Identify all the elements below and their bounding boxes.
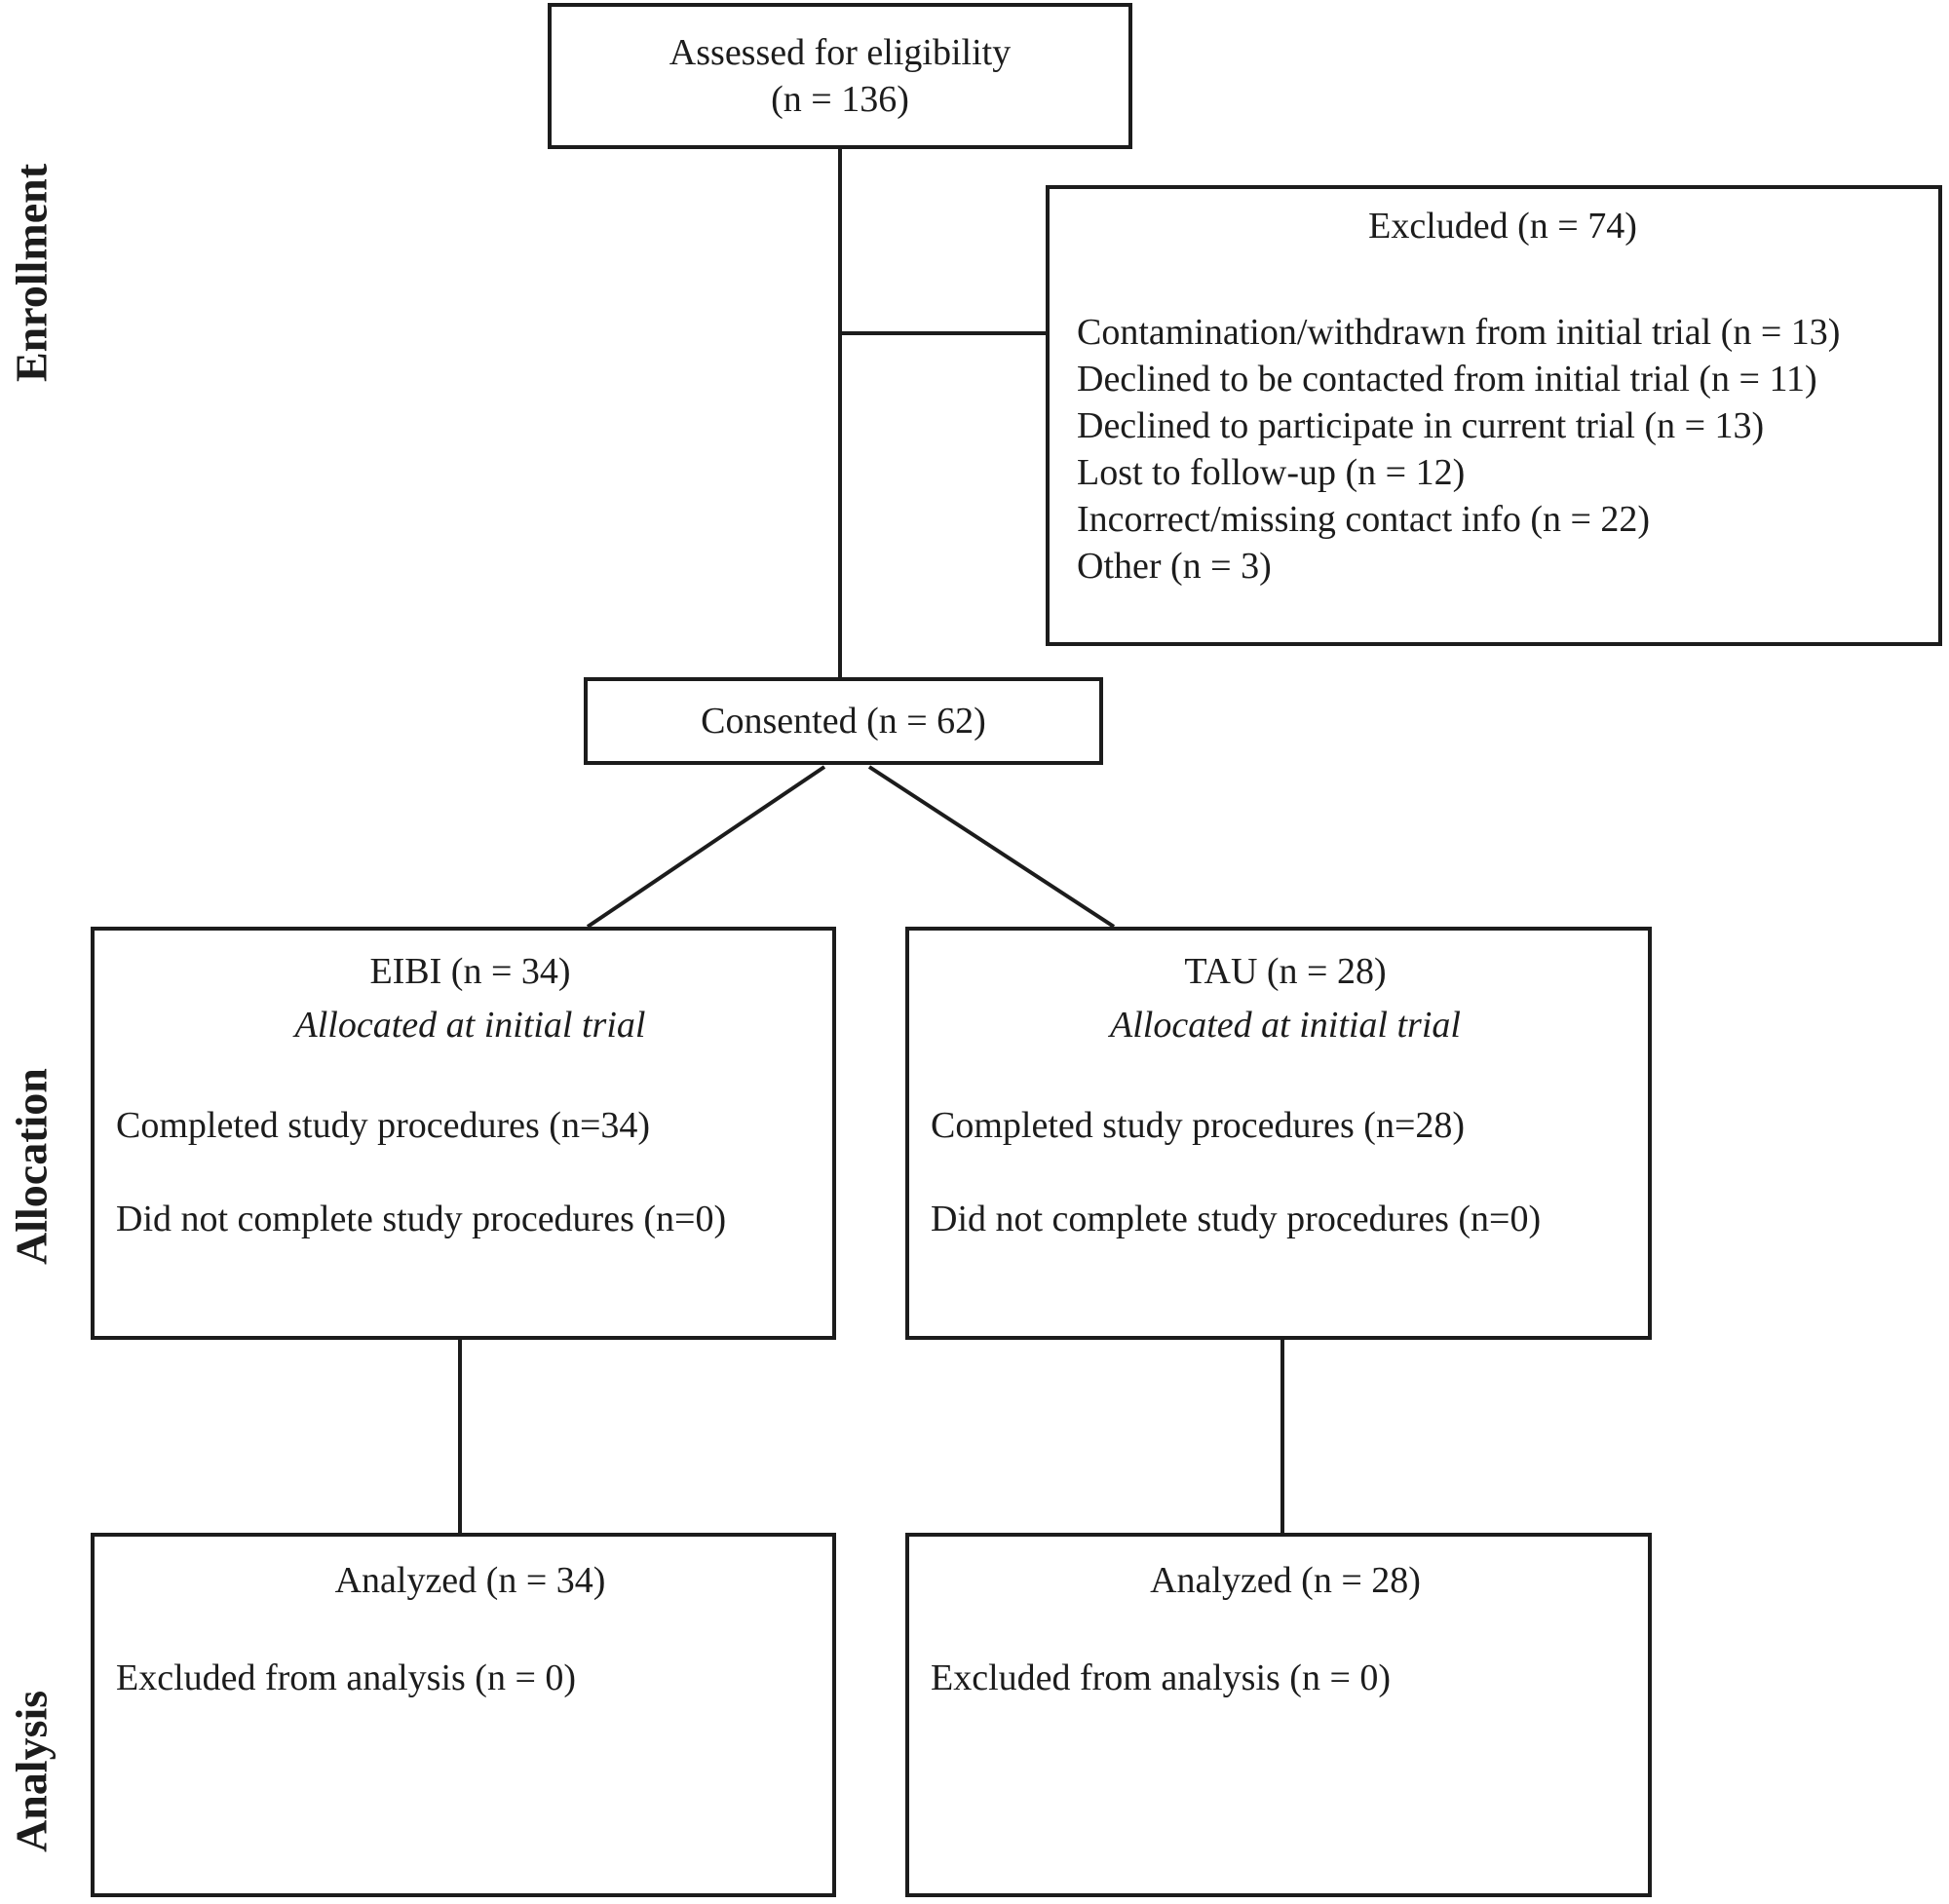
tau-completed: Completed study procedures (n=28) — [931, 1105, 1466, 1146]
excluded-reason: Incorrect/missing contact info (n = 22) — [1077, 499, 1651, 540]
tau-analysis-box: Analyzed (n = 28) Excluded from analysis… — [905, 1533, 1652, 1897]
eibi-analyzed-excluded: Excluded from analysis (n = 0) — [116, 1657, 577, 1698]
eibi-completed: Completed study procedures (n=34) — [116, 1105, 651, 1146]
eibi-analyzed-title: Analyzed (n = 34) — [334, 1560, 606, 1601]
excluded-title: Excluded (n = 74) — [1368, 206, 1637, 247]
eibi-not-completed: Did not complete study procedures (n=0) — [116, 1199, 727, 1239]
eibi-analysis-box: Analyzed (n = 34) Excluded from analysis… — [91, 1533, 836, 1897]
tau-analyzed-title: Analyzed (n = 28) — [1150, 1560, 1421, 1601]
eibi-allocation-box: EIBI (n = 34) Allocated at initial trial… — [91, 927, 836, 1340]
stage-label-enrollment: Enrollment — [6, 163, 57, 383]
excluded-reason-list: Contamination/withdrawn from initial tri… — [1077, 309, 1929, 590]
excluded-reason: Other (n = 3) — [1077, 546, 1272, 587]
assessed-title: Assessed for eligibility — [669, 32, 1012, 73]
connector-consented-to-eibi — [586, 765, 826, 929]
tau-not-completed: Did not complete study procedures (n=0) — [931, 1199, 1542, 1239]
tau-subtitle: Allocated at initial trial — [1110, 1005, 1461, 1046]
excluded-reason: Declined to be contacted from initial tr… — [1077, 359, 1817, 400]
eibi-subtitle: Allocated at initial trial — [294, 1005, 646, 1046]
eibi-title: EIBI (n = 34) — [369, 951, 571, 992]
tau-title: TAU (n = 28) — [1184, 951, 1387, 992]
excluded-reason: Contamination/withdrawn from initial tri… — [1077, 312, 1841, 353]
tau-analyzed-excluded: Excluded from analysis (n = 0) — [931, 1657, 1392, 1698]
stage-label-analysis: Analysis — [6, 1690, 57, 1852]
tau-allocation-box: TAU (n = 28) Allocated at initial trial … — [905, 927, 1652, 1340]
connector-consented-to-tau — [867, 765, 1116, 929]
assessed-box: Assessed for eligibility (n = 136) — [548, 3, 1132, 149]
consented-title: Consented (n = 62) — [701, 701, 986, 742]
excluded-reason: Lost to follow-up (n = 12) — [1077, 452, 1466, 493]
consented-box: Consented (n = 62) — [584, 677, 1103, 765]
stage-label-allocation: Allocation — [6, 1068, 57, 1266]
excluded-box: Excluded (n = 74) Contamination/withdraw… — [1046, 185, 1942, 646]
excluded-reason: Declined to participate in current trial… — [1077, 405, 1765, 446]
assessed-n: (n = 136) — [771, 79, 909, 120]
